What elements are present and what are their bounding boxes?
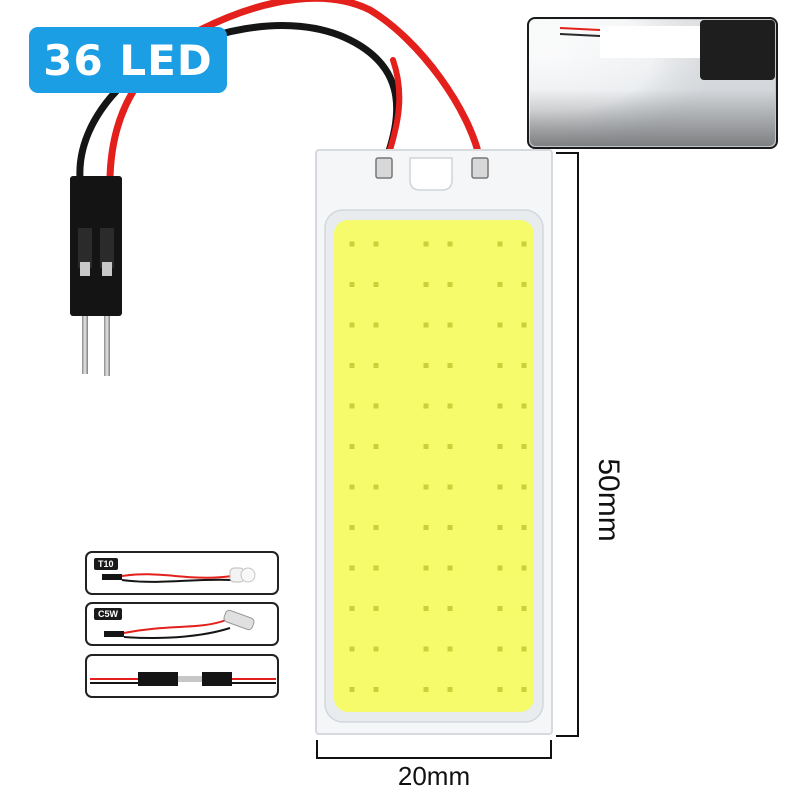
- led-chip: [423, 322, 429, 328]
- led-chip: [497, 565, 503, 571]
- width-dimension-label: 20mm: [397, 760, 471, 791]
- lit-preview-inset: [527, 17, 778, 149]
- led-chip: [349, 282, 355, 287]
- led-chip: [373, 282, 379, 287]
- led-chip: [423, 646, 429, 652]
- led-chip: [349, 403, 355, 409]
- led-chip: [497, 646, 503, 652]
- led-chip: [497, 525, 503, 530]
- led-chip: [373, 525, 379, 530]
- led-chip: [349, 687, 355, 692]
- height-dimension-line: [556, 152, 579, 737]
- wire-connector: [70, 176, 122, 376]
- led-chip: [447, 322, 453, 328]
- accessory-tag-t10: T10: [94, 558, 118, 570]
- led-chip: [447, 525, 453, 530]
- led-chip: [373, 646, 379, 652]
- led-chip: [447, 444, 453, 449]
- led-count-badge: 36 LED: [29, 27, 227, 93]
- width-dimension-line: [316, 740, 552, 759]
- led-chip: [373, 687, 379, 692]
- led-chip: [423, 687, 429, 692]
- led-chip: [497, 282, 503, 287]
- led-chip: [423, 403, 429, 409]
- led-chip: [423, 241, 429, 247]
- led-chip: [423, 363, 429, 368]
- led-chip: [373, 606, 379, 611]
- led-chip: [349, 484, 355, 490]
- led-chip: [521, 565, 527, 571]
- led-chip: [349, 565, 355, 571]
- led-chip: [373, 484, 379, 490]
- led-chip: [521, 403, 527, 409]
- led-chip: [497, 363, 503, 368]
- led-chip: [447, 403, 453, 409]
- led-chip: [497, 444, 503, 449]
- led-chip: [521, 322, 527, 328]
- led-chip: [521, 363, 527, 368]
- led-chip: [349, 646, 355, 652]
- led-chip: [423, 606, 429, 611]
- led-chip: [497, 322, 503, 328]
- led-chip: [497, 241, 503, 247]
- accessory-c5w: [85, 602, 279, 646]
- led-chip: [423, 484, 429, 490]
- led-chip: [423, 525, 429, 530]
- led-chip: [497, 687, 503, 692]
- led-chip: [497, 606, 503, 611]
- led-chip: [349, 525, 355, 530]
- led-area: [334, 220, 534, 712]
- led-chip: [373, 363, 379, 368]
- led-chip: [521, 484, 527, 490]
- led-chip: [349, 363, 355, 368]
- led-chip: [447, 565, 453, 571]
- led-chip: [423, 565, 429, 571]
- led-chip: [497, 403, 503, 409]
- led-chip: [447, 646, 453, 652]
- led-chip: [447, 241, 453, 247]
- led-chip: [521, 241, 527, 247]
- accessory-extension: [85, 654, 279, 698]
- led-chip: [447, 687, 453, 692]
- led-chip: [373, 444, 379, 449]
- led-chip: [447, 484, 453, 490]
- led-chip: [447, 606, 453, 611]
- accessory-tag-c5w: C5W: [94, 608, 122, 620]
- led-chip: [521, 444, 527, 449]
- led-chip: [521, 646, 527, 652]
- height-dimension-label: 50mm: [592, 458, 625, 542]
- led-chip: [349, 606, 355, 611]
- led-chip: [447, 363, 453, 368]
- accessory-t10: [85, 551, 279, 595]
- led-chip: [521, 282, 527, 287]
- led-chip: [349, 241, 355, 247]
- led-chip: [373, 403, 379, 409]
- led-chip: [423, 282, 429, 287]
- led-chip: [521, 525, 527, 530]
- led-chip: [373, 565, 379, 571]
- led-chip: [521, 606, 527, 611]
- led-chip: [373, 322, 379, 328]
- led-chip: [497, 484, 503, 490]
- led-chip: [521, 687, 527, 692]
- wire-black: [76, 22, 401, 182]
- cob-led-panel: [315, 149, 553, 735]
- led-chip: [423, 444, 429, 449]
- led-chip: [349, 444, 355, 449]
- led-chip: [349, 322, 355, 328]
- led-chip: [373, 241, 379, 247]
- led-chip: [447, 282, 453, 287]
